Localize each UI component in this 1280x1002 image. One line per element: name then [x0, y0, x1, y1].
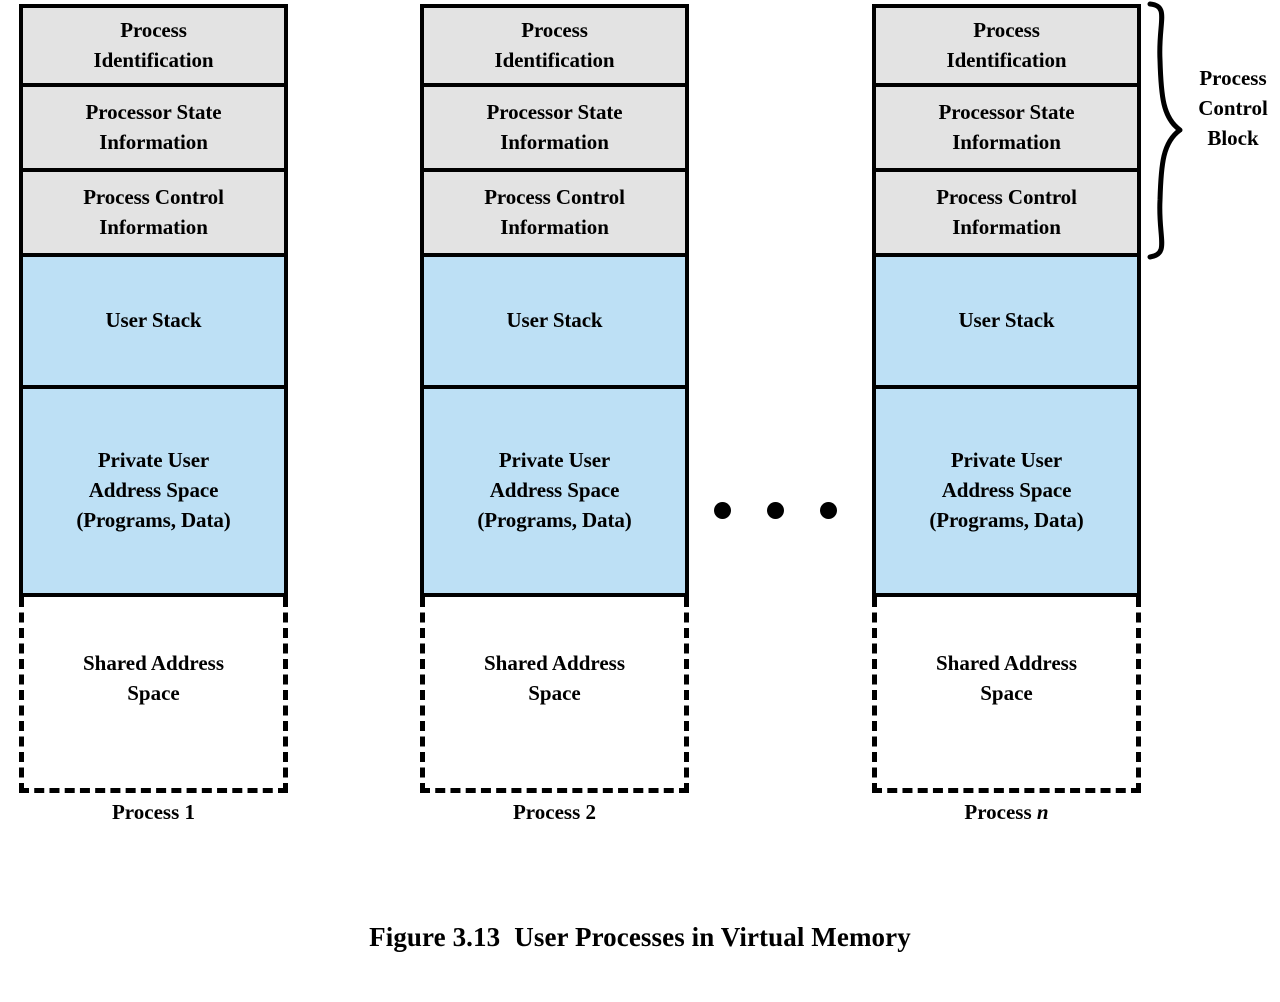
segment-line: Process [521, 17, 588, 42]
process-control-block-stack-2: Process Identification Processor State I… [420, 4, 689, 597]
segment-process-identification-n: Process Identification [876, 8, 1137, 87]
segment-line: Private User [950, 448, 1063, 473]
segment-process-control-information-n: Process Control Information [876, 172, 1137, 257]
segment-line: (Programs, Data) [929, 507, 1084, 532]
segment-user-stack-1: User Stack [23, 257, 284, 389]
annotation-line: Block [1207, 125, 1259, 150]
process-column-n: Process Identification Processor State I… [872, 4, 1141, 793]
segment-processor-state-information-1: Processor State Information [23, 87, 284, 172]
segment-shared-address-space-2: Shared Address Space [420, 597, 689, 793]
segment-process-control-information-2: Process Control Information [424, 172, 685, 257]
process-label-index: 1 [184, 800, 196, 824]
ellipsis-dot-icon [714, 502, 731, 519]
process-control-block-stack-n: Process Identification Processor State I… [872, 4, 1141, 597]
segment-process-identification-1: Process Identification [23, 8, 284, 87]
segment-line: Space [127, 680, 180, 705]
segment-line: Space [980, 680, 1033, 705]
ellipsis-dots [710, 502, 840, 522]
segment-line: User Stack [958, 308, 1055, 333]
segment-line: Process [120, 17, 187, 42]
segment-line: User Stack [506, 308, 603, 333]
segment-line: Identification [494, 47, 615, 72]
annotation-line: Process [1199, 66, 1267, 90]
segment-line: Address Space [489, 478, 620, 503]
segment-user-stack-2: User Stack [424, 257, 685, 389]
segment-line: Processor State [486, 99, 623, 124]
segment-user-stack-n: User Stack [876, 257, 1137, 389]
segment-shared-address-space-1: Shared Address Space [19, 597, 288, 793]
segment-line: Private User [498, 448, 611, 473]
segment-line: Process Control [484, 184, 625, 209]
segment-line: Information [500, 214, 609, 239]
segment-line: Identification [946, 47, 1067, 72]
process-label-n: Process n [872, 800, 1141, 825]
segment-private-user-address-space-n: Private User Address Space (Programs, Da… [876, 389, 1137, 597]
segment-line: Private User [97, 448, 210, 473]
segment-line: Process Control [936, 184, 1077, 209]
segment-processor-state-information-2: Processor State Information [424, 87, 685, 172]
segment-line: Shared Address [935, 650, 1078, 675]
process-label-text: Process [964, 800, 1032, 824]
process-label-2: Process 2 [420, 800, 689, 825]
process-label-1: Process 1 [19, 800, 288, 825]
segment-line: User Stack [105, 308, 202, 333]
segment-shared-address-space-n: Shared Address Space [872, 597, 1141, 793]
process-column-1: Process Identification Processor State I… [19, 4, 288, 793]
segment-line: Processor State [85, 99, 222, 124]
segment-process-control-information-1: Process Control Information [23, 172, 284, 257]
segment-line: Identification [93, 47, 214, 72]
segment-process-identification-2: Process Identification [424, 8, 685, 87]
process-label-index: n [1036, 800, 1049, 824]
process-control-block-stack-1: Process Identification Processor State I… [19, 4, 288, 597]
segment-line: Address Space [941, 478, 1072, 503]
segment-line: Information [99, 129, 208, 154]
ellipsis-dot-icon [820, 502, 837, 519]
process-control-block-annotation: Process Control Block [1186, 64, 1280, 153]
curly-brace-icon [1147, 1, 1183, 260]
segment-private-user-address-space-1: Private User Address Space (Programs, Da… [23, 389, 284, 597]
segment-line: Shared Address [483, 650, 626, 675]
process-label-index: 2 [585, 800, 597, 824]
segment-processor-state-information-n: Processor State Information [876, 87, 1137, 172]
figure-caption: Figure 3.13 User Processes in Virtual Mem… [0, 922, 1280, 953]
segment-line: (Programs, Data) [76, 507, 231, 532]
segment-line: Space [528, 680, 581, 705]
process-label-text: Process [512, 800, 581, 824]
segment-private-user-address-space-2: Private User Address Space (Programs, Da… [424, 389, 685, 597]
segment-line: Address Space [88, 478, 219, 503]
segment-line: Information [500, 129, 609, 154]
segment-line: Information [99, 214, 208, 239]
segment-line: Shared Address [82, 650, 225, 675]
figure-number: Figure 3.13 [369, 922, 501, 952]
annotation-line: Control [1198, 95, 1268, 120]
segment-line: (Programs, Data) [477, 507, 632, 532]
ellipsis-dot-icon [767, 502, 784, 519]
segment-line: Process [973, 17, 1040, 42]
process-label-text: Process [111, 800, 180, 824]
figure-title: User Processes in Virtual Memory [514, 922, 911, 952]
segment-line: Information [952, 214, 1061, 239]
segment-line: Process Control [83, 184, 224, 209]
segment-line: Processor State [938, 99, 1075, 124]
process-column-2: Process Identification Processor State I… [420, 4, 689, 793]
segment-line: Information [952, 129, 1061, 154]
